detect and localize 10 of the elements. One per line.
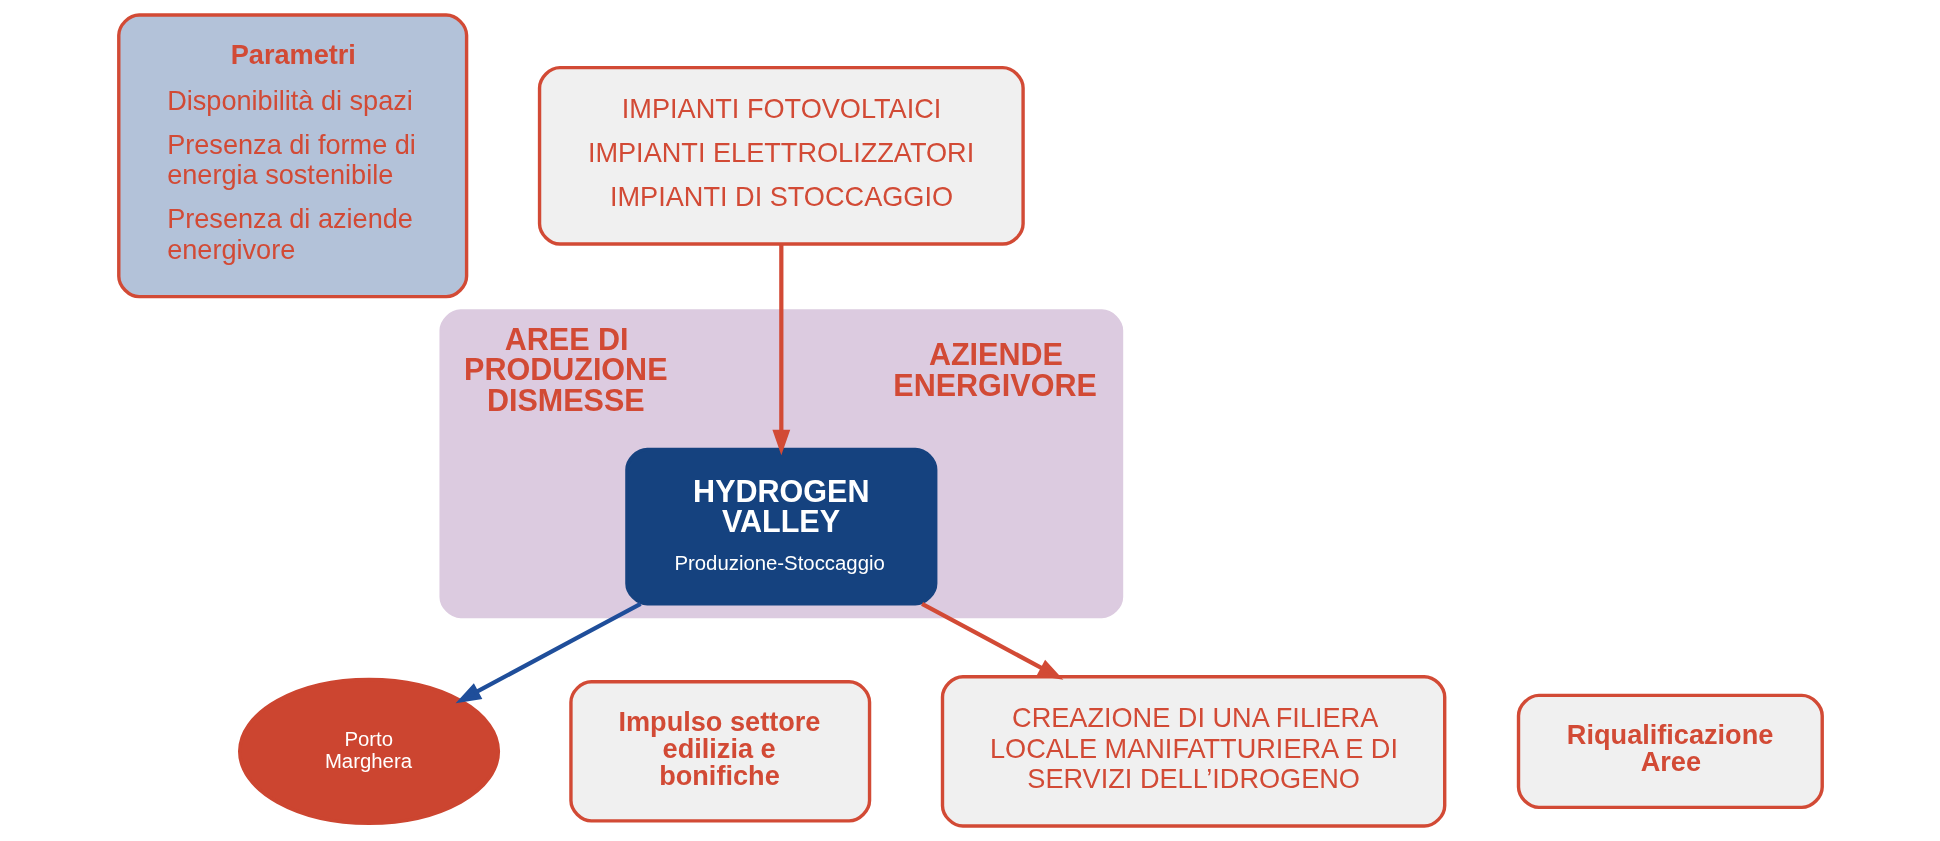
node-box: CREAZIONE DI UNA FILIERA LOCALE MANIFATTURIERA E DI SERVIZI DELL’IDROGENO: [940, 675, 1446, 828]
arrow: [455, 601, 642, 704]
arrow: [771, 244, 790, 456]
node-box: Impulso settore edilizia e bonifiche: [568, 680, 871, 823]
node-box: Parametri Disponibilità di spazi Presenza di forme di energia sostenibile Presenza di aziende energivore: [116, 13, 468, 299]
arrow: [920, 601, 1063, 680]
node-box: IMPIANTI FOTOVOLTAICI IMPIANTI ELETTROLIZZATORI IMPIANTI DI STOCCAGGIO: [537, 65, 1025, 246]
node-box: HYDROGEN VALLEY Produzione-Stoccaggio: [624, 447, 937, 606]
node-ellipse: Porto Marghera: [237, 677, 500, 825]
node-box: Riqualificazione Aree: [1516, 693, 1824, 810]
